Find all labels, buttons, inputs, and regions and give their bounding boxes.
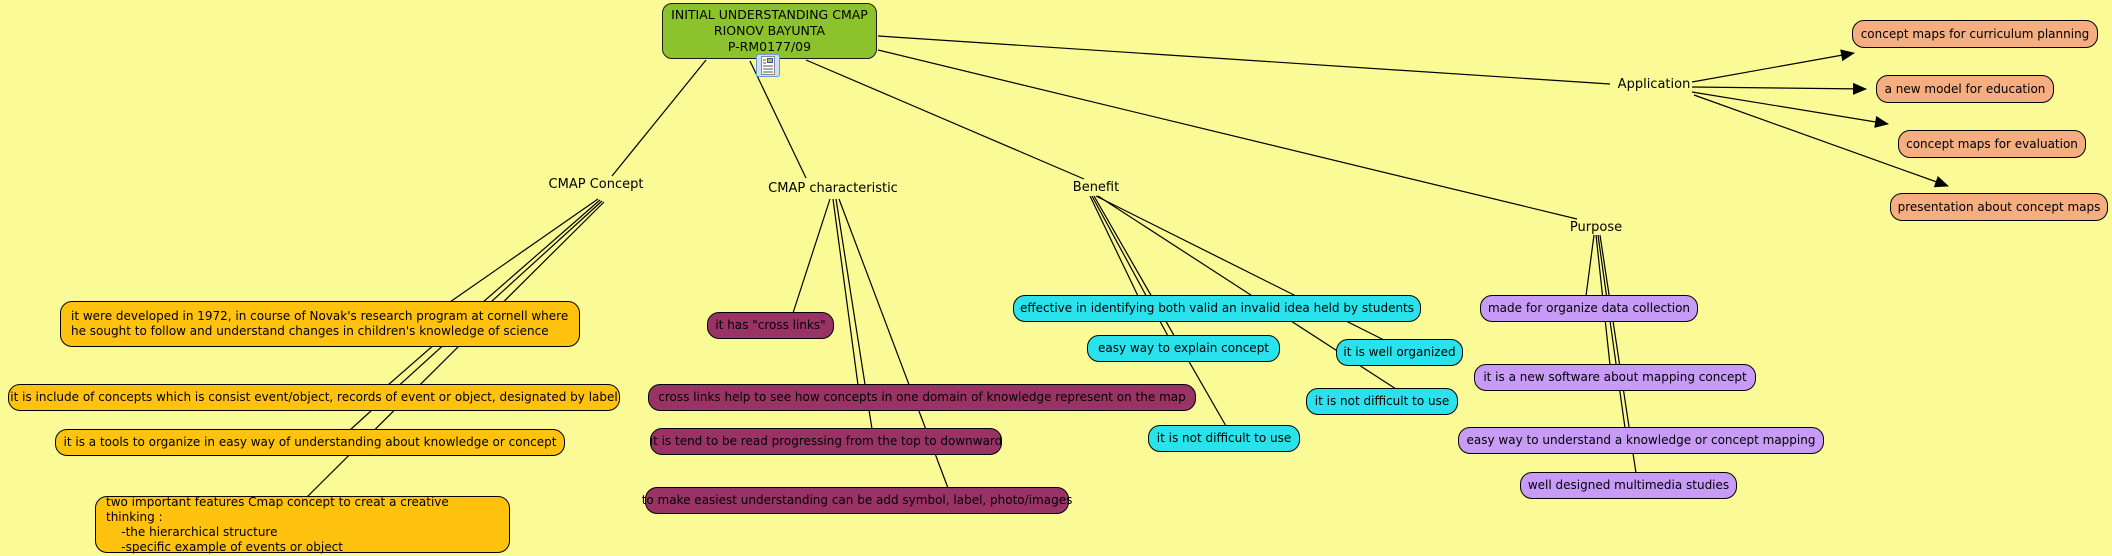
node-presentation-maps[interactable]: presentation about concept maps [1890,193,2108,221]
node-not-difficult-2[interactable]: it is not difficult to use [1148,425,1300,452]
root-node[interactable]: INITIAL UNDERSTANDING CMAP RIONOV BAYUNT… [662,3,877,59]
root-title-line1: INITIAL UNDERSTANDING CMAP [671,7,868,22]
connector-line [805,59,1085,180]
connector-line [449,198,599,303]
node-tools-to-organize[interactable]: it is a tools to organize in easy way of… [55,429,565,456]
node-organize-data-collection[interactable]: made for organize data collection [1480,295,1698,322]
node-well-organized[interactable]: it is well organized [1336,339,1463,366]
connector-line [1585,234,1595,297]
node-two-important-features[interactable]: two important features Cmap concept to c… [95,495,510,554]
node-maps-evaluation[interactable]: concept maps for evaluation [1898,130,2086,158]
root-title-line3: P-RM0177/09 [727,39,812,54]
connector-line [1691,49,1855,83]
connector-line [1089,195,1139,297]
node-well-designed[interactable]: well designed multimedia studies [1520,472,1737,499]
connector-line [1691,82,1867,95]
node-read-top-downward[interactable]: it is tend to be read progressing from t… [650,428,1002,455]
node-easy-understand[interactable]: easy way to understand a knowledge or co… [1458,427,1824,454]
connector-line [877,35,1611,85]
root-title-line2: RIONOV BAYUNTA [713,23,826,38]
label-application[interactable]: Application [1617,77,1691,92]
label-purpose[interactable]: Purpose [1569,220,1623,235]
node-cross-links-help[interactable]: cross links help to see how concepts in … [648,384,1196,411]
connector-line [877,49,1578,220]
connector-line [832,198,859,386]
connector-line [749,60,807,179]
node-include-of-concepts[interactable]: it is include of concepts which is consi… [8,384,620,411]
connector-line [1693,94,1949,188]
resource-icon[interactable] [756,54,780,77]
node-curriculum-planning[interactable]: concept maps for curriculum planning [1852,20,2098,48]
node-easy-explain[interactable]: easy way to explain concept [1087,335,1280,362]
connector-line [611,59,707,177]
node-new-software[interactable]: it is a new software about mapping conce… [1474,364,1756,391]
node-new-model-education[interactable]: a new model for education [1876,75,2054,103]
label-benefit[interactable]: Benefit [1072,180,1120,195]
node-add-symbol-label[interactable]: to make easiest understanding can be add… [642,487,1072,514]
connector-line [387,199,601,386]
connector-line [1691,91,1889,128]
node-not-difficult-1[interactable]: it is not difficult to use [1306,388,1458,415]
connector-line [1597,234,1626,429]
node-effective-identifying[interactable]: effective in identifying both valid an i… [1013,295,1421,322]
label-cmap-characteristic[interactable]: CMAP characteristic [768,181,898,196]
label-cmap-concept[interactable]: CMAP Concept [548,177,644,192]
node-developed-1972[interactable]: it were developed in 1972, in course of … [60,301,580,347]
node-has-cross-links[interactable]: it has "cross links" [707,312,834,339]
connector-line [792,198,831,314]
